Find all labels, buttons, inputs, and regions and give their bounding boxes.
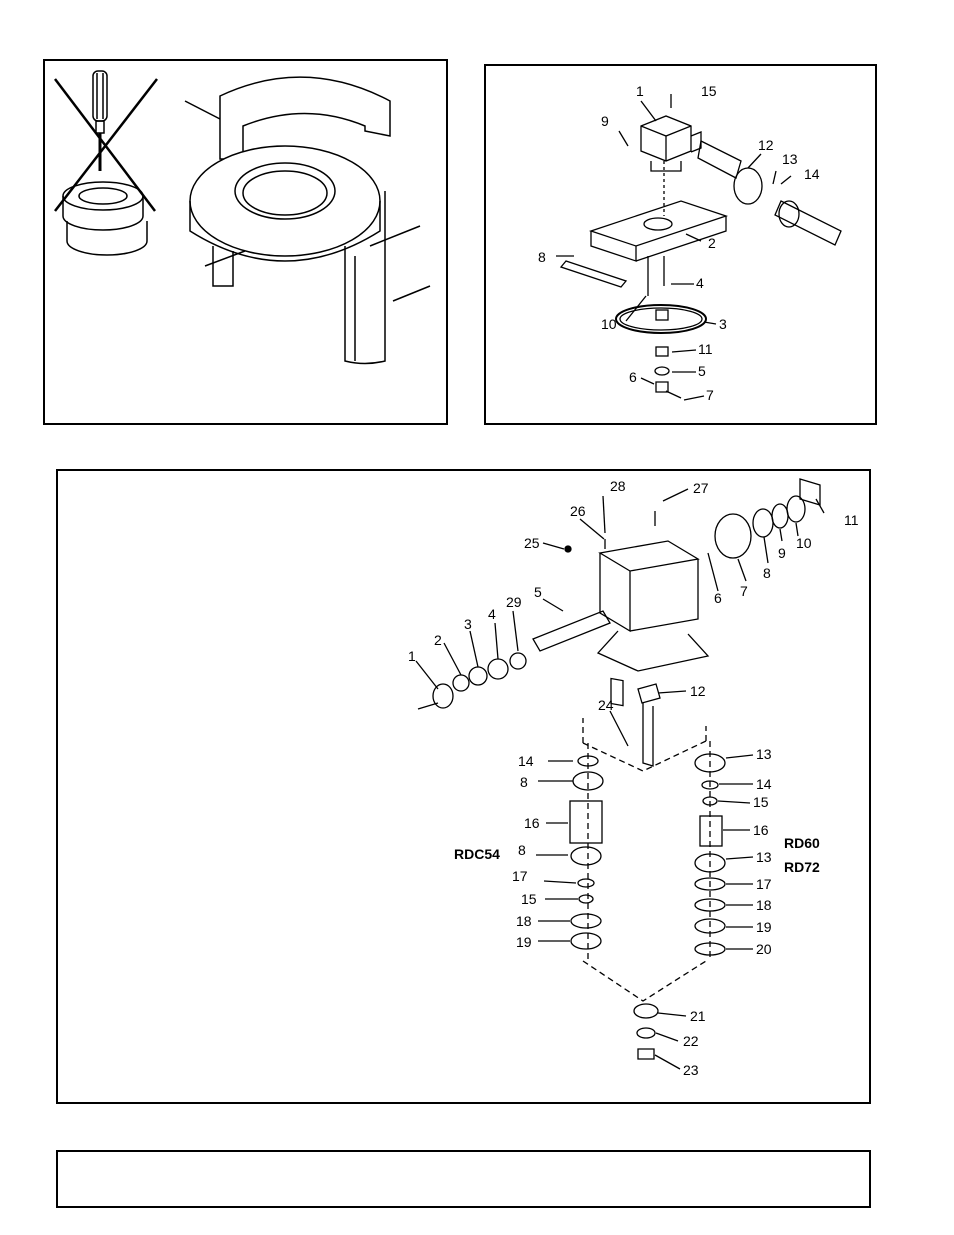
callout-23: 23	[683, 1062, 699, 1078]
callout-17-left: 17	[512, 868, 528, 884]
bearing-install-figure	[43, 59, 448, 425]
callout-14: 14	[804, 166, 820, 182]
callout-11: 11	[698, 341, 713, 357]
callout-16-left: 16	[524, 815, 540, 831]
callout-19-right: 19	[756, 919, 772, 935]
callout-1: 1	[408, 648, 416, 664]
callout-22: 22	[683, 1033, 699, 1049]
model-label-rd72: RD72	[784, 859, 820, 875]
callout-8: 8	[538, 249, 546, 265]
gearbox-exploded-drawing: 28 27 26 25 11 10 9 8 7 6 5 29 4 3 2 1 1…	[58, 471, 873, 1106]
callout-6: 6	[629, 369, 637, 385]
callout-25: 25	[524, 535, 540, 551]
callout-8-left-lower: 8	[518, 842, 526, 858]
callout-13: 13	[782, 151, 798, 167]
spindle-exploded-figure: 1 15 9 12 13 14 2 8 4 10 3 11 5 6 7	[484, 64, 877, 425]
callout-14-right: 14	[756, 776, 772, 792]
callout-4: 4	[696, 275, 704, 291]
callout-15-right: 15	[753, 794, 769, 810]
callout-24: 24	[598, 697, 614, 713]
callout-16-right: 16	[753, 822, 769, 838]
callout-17-right: 17	[756, 876, 772, 892]
callout-11: 11	[844, 512, 859, 528]
callout-3: 3	[719, 316, 727, 332]
callout-8: 8	[763, 565, 771, 581]
callout-26: 26	[570, 503, 586, 519]
callout-10: 10	[601, 316, 617, 332]
callout-2: 2	[708, 235, 716, 251]
callout-3: 3	[464, 616, 472, 632]
callout-13-right: 13	[756, 746, 772, 762]
callout-13-right-lower: 13	[756, 849, 772, 865]
callout-19-left: 19	[516, 934, 532, 950]
model-label-rd60: RD60	[784, 835, 820, 851]
gearbox-exploded-figure: 28 27 26 25 11 10 9 8 7 6 5 29 4 3 2 1 1…	[56, 469, 871, 1104]
callout-10: 10	[796, 535, 812, 551]
callout-14-left: 14	[518, 753, 534, 769]
callout-15-left: 15	[521, 891, 537, 907]
callout-18-right: 18	[756, 897, 772, 913]
callout-9: 9	[601, 113, 609, 129]
callout-9: 9	[778, 545, 786, 561]
callout-6: 6	[714, 590, 722, 606]
callout-1: 1	[636, 83, 644, 99]
callout-7: 7	[740, 583, 748, 599]
callout-5: 5	[698, 363, 706, 379]
callout-28: 28	[610, 478, 626, 494]
callout-12: 12	[758, 137, 774, 153]
callout-27: 27	[693, 480, 709, 496]
bearing-install-drawing	[45, 61, 450, 427]
spindle-exploded-drawing: 1 15 9 12 13 14 2 8 4 10 3 11 5 6 7	[486, 66, 879, 427]
callout-2: 2	[434, 632, 442, 648]
notes-box	[56, 1150, 871, 1208]
callout-8-left: 8	[520, 774, 528, 790]
callout-18-left: 18	[516, 913, 532, 929]
callout-15: 15	[701, 83, 717, 99]
callout-4: 4	[488, 606, 496, 622]
callout-5: 5	[534, 584, 542, 600]
callout-12: 12	[690, 683, 706, 699]
callout-20-right: 20	[756, 941, 772, 957]
model-label-rdc54: RDC54	[454, 846, 500, 862]
callout-29: 29	[506, 594, 522, 610]
callout-7: 7	[706, 387, 714, 403]
callout-21: 21	[690, 1008, 706, 1024]
